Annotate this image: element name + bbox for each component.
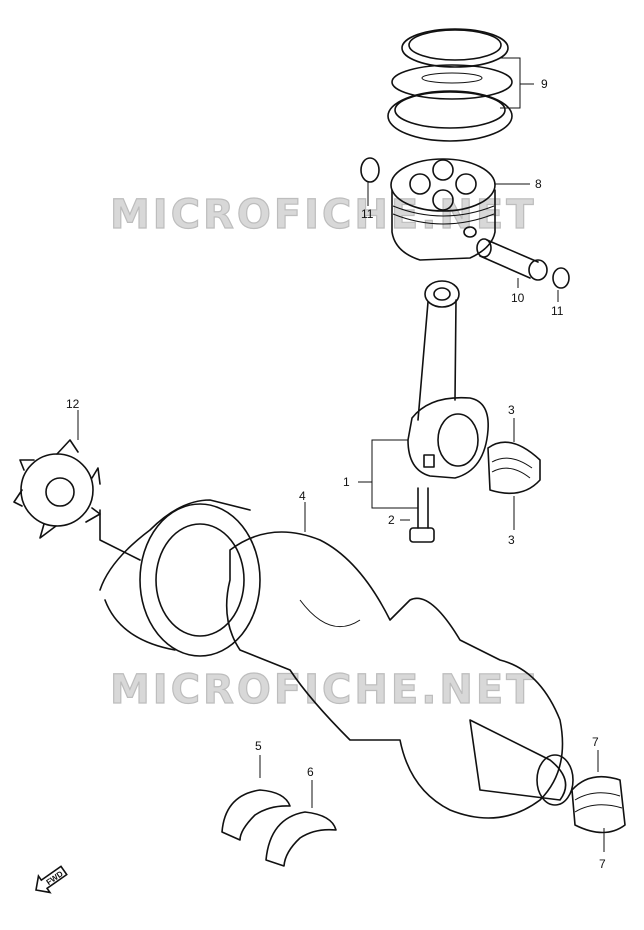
- circlips: [360, 157, 570, 289]
- watermark-bottom: MICROFICHE.NET: [110, 667, 537, 713]
- fwd-arrow: FWD: [35, 865, 68, 894]
- crank-sprocket: [13, 439, 101, 539]
- callout-7-top: 7: [592, 735, 599, 749]
- conrod-bearing: [487, 441, 541, 495]
- callout-8: 8: [535, 177, 542, 191]
- callout-3-bottom: 3: [508, 533, 515, 547]
- watermark-top: MICROFICHE.NET: [110, 192, 537, 238]
- crankshaft: [99, 499, 574, 819]
- thrust-washers: [221, 789, 337, 867]
- callout-10: 10: [511, 291, 525, 305]
- callout-2: 2: [388, 513, 395, 527]
- callout-11-left: 11: [361, 207, 374, 221]
- callout-5: 5: [255, 739, 262, 753]
- callout-4: 4: [299, 489, 306, 503]
- callout-12: 12: [66, 397, 80, 411]
- callout-6: 6: [307, 765, 314, 779]
- callout-7-bottom: 7: [599, 857, 606, 871]
- connecting-rod: [407, 280, 489, 479]
- piston: [390, 158, 496, 261]
- callout-11-right: 11: [551, 304, 564, 318]
- leader-lines: [77, 57, 605, 852]
- conrod-bolt: [409, 487, 435, 543]
- piston-pin: [476, 238, 548, 281]
- callout-9: 9: [541, 77, 548, 91]
- piston-rings: [387, 28, 513, 142]
- main-bearing: [571, 775, 626, 834]
- callout-1: 1: [343, 475, 350, 489]
- callout-3-top: 3: [508, 403, 515, 417]
